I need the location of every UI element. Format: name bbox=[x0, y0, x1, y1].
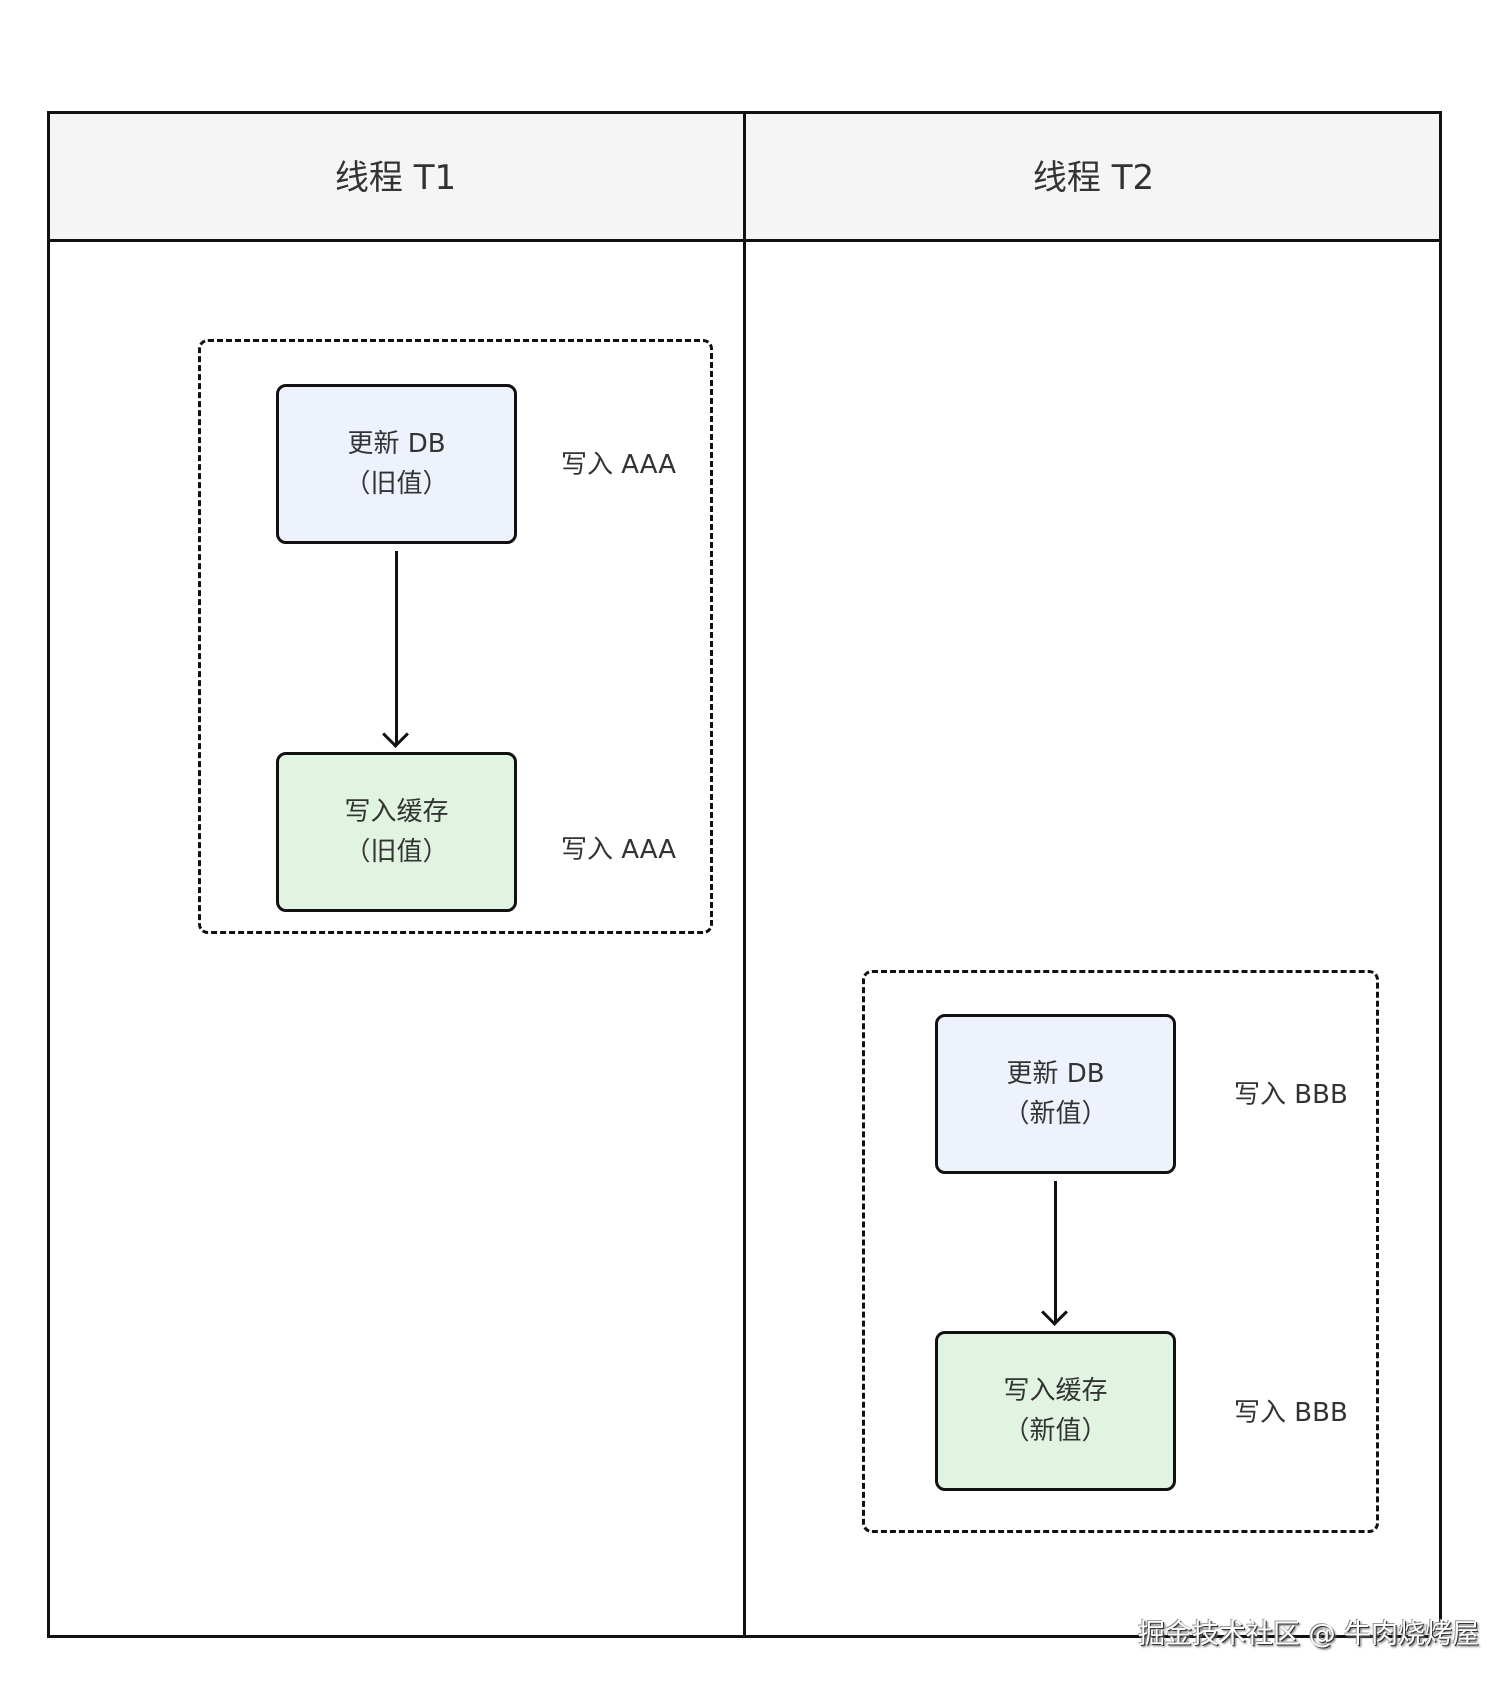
t1-transaction-group bbox=[198, 339, 713, 934]
node-line1: 更新 DB bbox=[1006, 1059, 1105, 1089]
node-line2: （旧值） bbox=[344, 469, 449, 499]
t1-arrow-down bbox=[395, 551, 398, 745]
node-line2: （新值） bbox=[1003, 1416, 1108, 1446]
t1-update-db-node: 更新 DB （旧值） bbox=[276, 384, 517, 544]
t1-note-1: 写入 AAA bbox=[561, 450, 677, 480]
t2-write-cache-node: 写入缓存 （新值） bbox=[935, 1331, 1176, 1491]
t2-note-2: 写入 BBB bbox=[1234, 1398, 1348, 1428]
node-line1: 更新 DB bbox=[347, 429, 446, 459]
node-line2: （旧值） bbox=[344, 837, 449, 867]
lane-title-t1: 线程 T1 bbox=[334, 158, 457, 198]
t1-note-2: 写入 AAA bbox=[561, 835, 677, 865]
t2-note-1: 写入 BBB bbox=[1234, 1080, 1348, 1110]
node-line2: （新值） bbox=[1003, 1099, 1108, 1129]
t1-write-cache-node: 写入缓存 （旧值） bbox=[276, 752, 517, 912]
t2-transaction-group bbox=[862, 970, 1379, 1533]
node-line1: 写入缓存 bbox=[344, 797, 449, 827]
lane-title-t2: 线程 T2 bbox=[1032, 158, 1155, 198]
watermark: 掘金技术社区 @ 牛肉烧烤屋 bbox=[1138, 1619, 1480, 1650]
t2-update-db-node: 更新 DB （新值） bbox=[935, 1014, 1176, 1174]
t2-arrow-down bbox=[1054, 1181, 1057, 1323]
node-line1: 写入缓存 bbox=[1003, 1376, 1108, 1406]
lane-divider bbox=[743, 111, 746, 1638]
